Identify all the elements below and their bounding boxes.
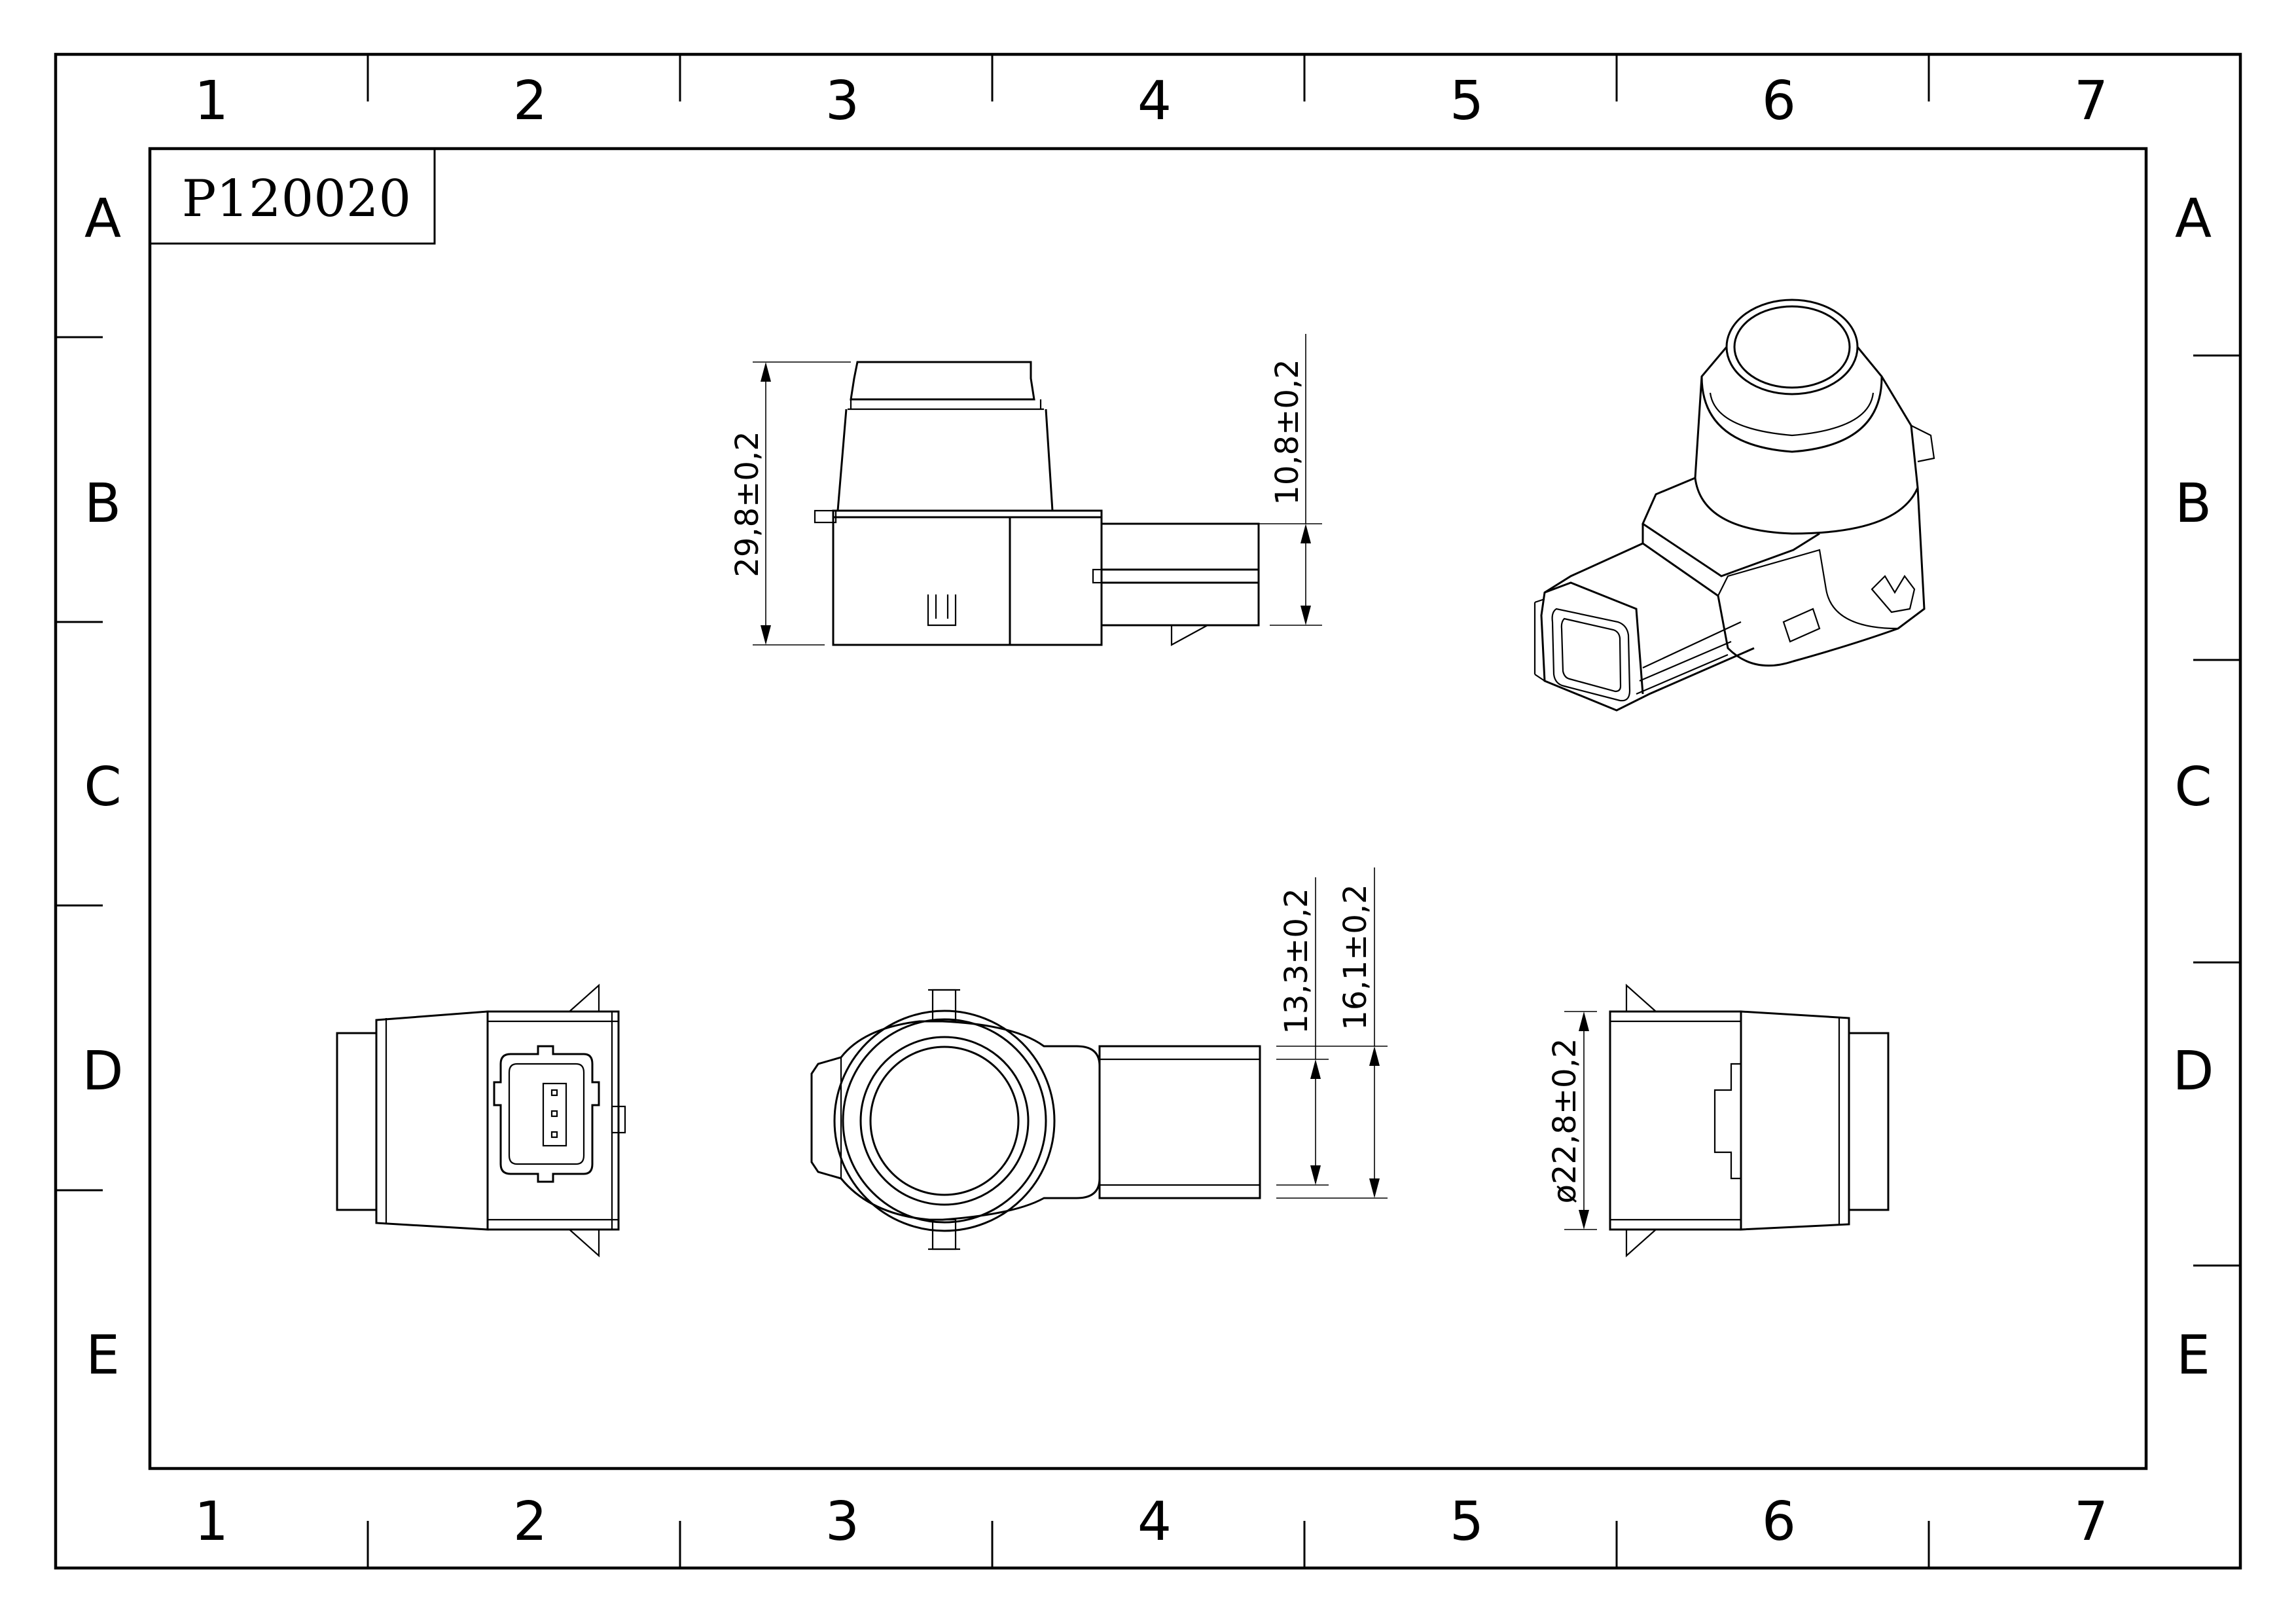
row-label: C: [2174, 756, 2212, 818]
dimension-overall-height: 29,8±0,2: [729, 361, 851, 646]
column-label: 3: [825, 70, 859, 132]
column-label: 1: [194, 70, 228, 132]
column-label: 6: [1762, 70, 1796, 132]
row-label: A: [84, 188, 121, 250]
column-ticks: [367, 54, 1930, 1568]
dimension-label: 13,3±0,2: [1278, 888, 1315, 1034]
dimension-head-height: 10,8±0,2: [1257, 334, 1322, 626]
column-label: 7: [2074, 70, 2108, 132]
row-ticks: [56, 336, 2240, 1267]
row-label: A: [2175, 188, 2212, 250]
dimension-label: 10,8±0,2: [1269, 359, 1306, 505]
column-label: 2: [513, 1491, 547, 1553]
top-view: [810, 989, 1261, 1250]
column-label: 2: [513, 70, 547, 132]
dimension-label: ø22,8±0,2: [1547, 1038, 1583, 1204]
row-labels-right: A B C D E: [2172, 188, 2214, 1387]
column-label: 4: [1138, 1491, 1172, 1553]
row-label: C: [84, 756, 121, 818]
drawing-frame: [54, 52, 2242, 1570]
row-label: D: [82, 1040, 123, 1103]
part-number: P120020: [182, 170, 411, 228]
column-labels-top: 1 2 3 4 5 6 7: [194, 70, 2108, 132]
column-label: 5: [1450, 70, 1484, 132]
dimension-connector-outer: 16,1±0,2: [1276, 867, 1388, 1199]
dimension-diameter: ø22,8±0,2: [1547, 1011, 1597, 1230]
isometric-view: [1534, 299, 1935, 712]
row-label: B: [2175, 473, 2212, 535]
row-labels-left: A B C D E: [82, 188, 123, 1387]
row-label: B: [84, 473, 121, 535]
row-label: E: [2176, 1324, 2210, 1387]
row-label: E: [86, 1324, 120, 1387]
rear-side-view: [1609, 983, 1890, 1258]
row-label: D: [2172, 1040, 2214, 1103]
side-view: [814, 361, 1260, 646]
column-label: 6: [1762, 1491, 1796, 1553]
dimension-label: 29,8±0,2: [729, 431, 766, 577]
column-label: 1: [194, 1491, 228, 1553]
column-label: 4: [1138, 70, 1172, 132]
column-labels-bottom: 1 2 3 4 5 6 7: [194, 1491, 2108, 1553]
connector-end-view: [336, 983, 626, 1258]
dimension-label: 16,1±0,2: [1337, 884, 1374, 1030]
column-label: 3: [825, 1491, 859, 1553]
column-label: 7: [2074, 1491, 2108, 1553]
column-label: 5: [1450, 1491, 1484, 1553]
title-block: P120020: [149, 147, 436, 245]
dimension-connector-inner: 13,3±0,2: [1276, 877, 1329, 1186]
